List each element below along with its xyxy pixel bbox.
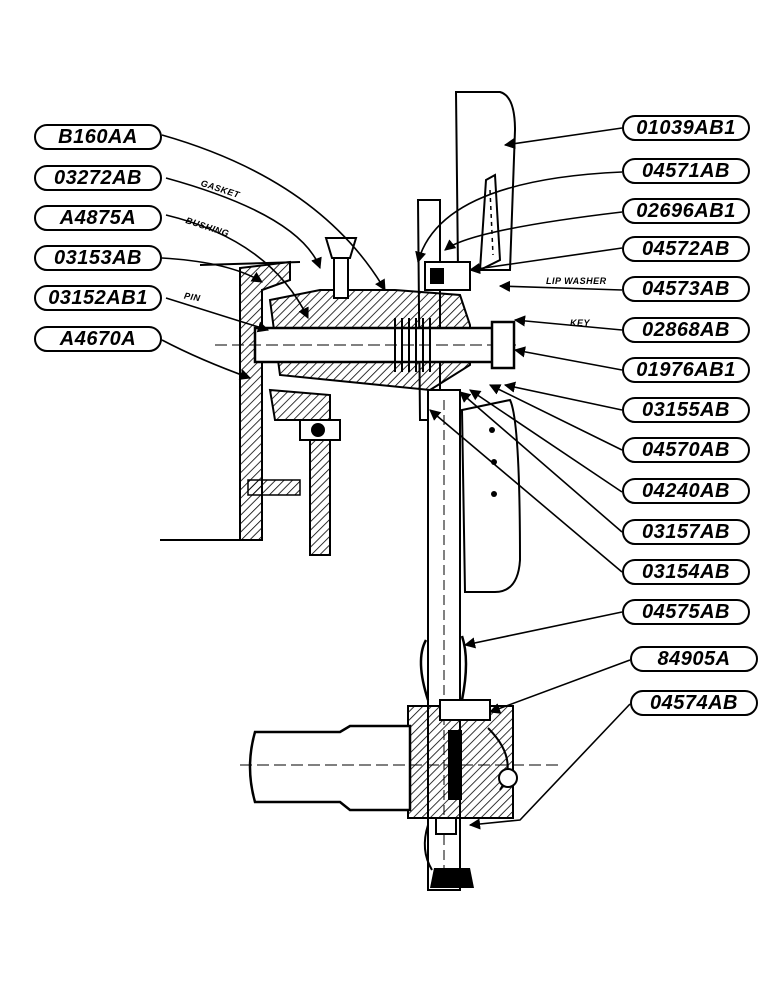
part-label-right-10: 04240AB [622,478,750,504]
part-label-right-1: 01039AB1 [622,115,750,141]
shaft-nut [490,320,516,370]
bottom-clamp [430,868,474,888]
part-label-left-4: 03153AB [34,245,162,271]
leader-lines-left [161,134,386,380]
part-label-left-6: A4670A [34,326,162,352]
crankshaft [248,724,412,812]
part-label-right-7: 01976AB1 [622,357,750,383]
part-label-right-11: 03157AB [622,519,750,545]
part-label-right-15: 04574AB [630,690,758,716]
leader-lines-right [415,127,631,830]
part-label-left-2: 03272AB [34,165,162,191]
spring [394,318,431,372]
part-label-left-3: A4875A [34,205,162,231]
part-label-right-14: 84905A [630,646,758,672]
part-label-left-5: 03152AB1 [34,285,162,311]
part-label-right-5: 04573AB [622,276,750,302]
part-label-right-2: 04571AB [622,158,750,184]
part-label-left-1: B160AA [34,124,162,150]
annotation-key: KEY [570,318,591,328]
part-label-right-13: 04575AB [622,599,750,625]
part-label-right-4: 04572AB [622,236,750,262]
fan-bracket [478,173,502,272]
part-label-right-3: 02696AB1 [622,198,750,224]
part-label-right-6: 02868AB [622,317,750,343]
part-label-right-12: 03154AB [622,559,750,585]
fan-blade-lower [460,398,522,593]
part-label-right-8: 03155AB [622,397,750,423]
annotation-lip-washer: LIP WASHER [546,276,607,286]
grease-cup [324,237,358,259]
part-label-right-9: 04570AB [622,437,750,463]
